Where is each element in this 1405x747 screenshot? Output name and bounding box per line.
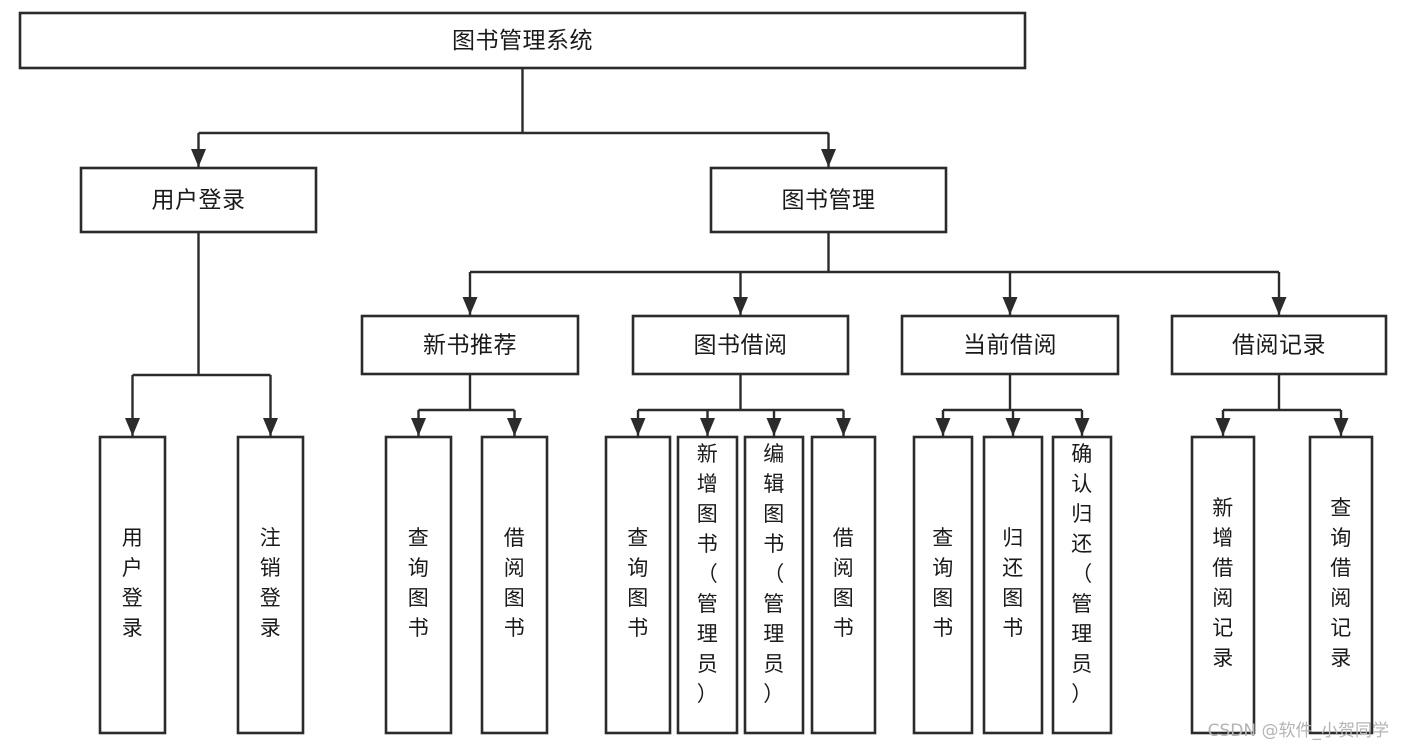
connector-arrow-icon: [733, 297, 748, 315]
node-leaf-logout[interactable]: 注销登录: [236, 435, 305, 735]
node-label-leaf-query-book-cur: 查询图书: [932, 526, 954, 640]
node-leaf-edit-book[interactable]: 编辑图书（管理员）: [743, 435, 805, 735]
node-box-borrow-record[interactable]: [1170, 314, 1388, 376]
connector-arrow-icon: [462, 297, 478, 315]
node-root[interactable]: 图书管理系统: [18, 11, 1027, 70]
node-label-leaf-add-borrow-record: 新增借阅记录: [1212, 496, 1234, 670]
node-box-leaf-confirm-return[interactable]: [1051, 435, 1113, 735]
node-box-leaf-query-book[interactable]: [604, 435, 672, 735]
node-box-new-book-recommend[interactable]: [360, 314, 580, 376]
node-box-leaf-logout[interactable]: [236, 435, 305, 735]
nodes-layer: 图书管理系统用户登录图书管理新书推荐图书借阅当前借阅借阅记录用户登录注销登录查询…: [18, 11, 1388, 735]
node-label-leaf-user-login: 用户登录: [122, 526, 144, 640]
watermark-label: CSDN @软件_小贺同学: [1207, 721, 1389, 741]
node-box-leaf-query-borrow-record[interactable]: [1308, 435, 1374, 735]
node-label-leaf-query-book: 查询图书: [627, 526, 649, 640]
node-box-leaf-query-book-cur[interactable]: [912, 435, 974, 735]
connector-arrow-icon: [935, 418, 951, 436]
node-box-leaf-borrow-book[interactable]: [810, 435, 877, 735]
connector-arrow-icon: [1005, 418, 1021, 436]
node-leaf-borrow-book[interactable]: 借阅图书: [810, 435, 877, 735]
connector-arrow-icon: [836, 418, 851, 436]
node-leaf-query-book-rec[interactable]: 查询图书: [384, 435, 453, 735]
node-leaf-confirm-return[interactable]: 确认归还（管理员）: [1051, 435, 1113, 735]
node-box-leaf-add-borrow-record[interactable]: [1190, 435, 1256, 735]
node-label-leaf-edit-book: 编辑图书（管理员）: [763, 442, 785, 706]
node-leaf-query-book[interactable]: 查询图书: [604, 435, 672, 735]
node-label-borrow-record: 借阅记录: [1232, 333, 1326, 359]
node-label-leaf-borrow-book: 借阅图书: [833, 526, 855, 640]
node-label-new-book-recommend: 新书推荐: [423, 333, 517, 359]
node-book-management[interactable]: 图书管理: [709, 166, 948, 234]
node-label-leaf-add-book: 新增图书（管理员）: [697, 442, 719, 706]
connector-arrow-icon: [821, 149, 836, 167]
connector-arrow-icon: [411, 418, 426, 436]
node-leaf-query-book-cur[interactable]: 查询图书: [912, 435, 974, 735]
node-label-leaf-confirm-return: 确认归还（管理员）: [1071, 442, 1093, 706]
connector-arrow-icon: [700, 418, 715, 436]
node-label-book-borrow: 图书借阅: [694, 333, 788, 359]
connector-arrow-icon: [191, 149, 206, 167]
node-label-leaf-return-book: 归还图书: [1002, 526, 1024, 640]
node-label-leaf-query-book-rec: 查询图书: [408, 526, 430, 640]
connector-arrow-icon: [630, 418, 646, 436]
connector-arrow-icon: [507, 418, 522, 436]
node-borrow-record[interactable]: 借阅记录: [1170, 314, 1388, 376]
node-leaf-add-book[interactable]: 新增图书（管理员）: [676, 435, 739, 735]
node-label-root: 图书管理系统: [452, 28, 593, 54]
connector-arrow-icon: [1333, 418, 1349, 436]
node-label-leaf-borrow-book-rec: 借阅图书: [504, 526, 526, 640]
node-box-leaf-return-book[interactable]: [982, 435, 1044, 735]
node-box-leaf-query-book-rec[interactable]: [384, 435, 453, 735]
node-box-root[interactable]: [18, 11, 1027, 70]
node-user-login[interactable]: 用户登录: [79, 166, 318, 234]
node-box-leaf-edit-book[interactable]: [743, 435, 805, 735]
node-label-current-borrow: 当前借阅: [963, 333, 1057, 359]
node-box-user-login[interactable]: [79, 166, 318, 234]
node-box-leaf-add-book[interactable]: [676, 435, 739, 735]
connector-arrow-icon: [263, 418, 278, 436]
connector-arrow-icon: [125, 418, 140, 436]
connector-arrow-icon: [1215, 418, 1231, 436]
connector-arrow-icon: [1074, 418, 1090, 436]
node-label-book-management: 图书管理: [782, 188, 876, 214]
connector-arrow-icon: [1002, 297, 1018, 315]
node-new-book-recommend[interactable]: 新书推荐: [360, 314, 580, 376]
node-box-leaf-user-login[interactable]: [98, 435, 167, 735]
node-box-current-borrow[interactable]: [900, 314, 1120, 376]
node-leaf-borrow-book-rec[interactable]: 借阅图书: [480, 435, 549, 735]
node-box-leaf-borrow-book-rec[interactable]: [480, 435, 549, 735]
node-label-user-login: 用户登录: [152, 188, 246, 214]
node-label-leaf-logout: 注销登录: [260, 526, 282, 640]
connector-arrow-icon: [1271, 297, 1287, 315]
node-label-leaf-query-borrow-record: 查询借阅记录: [1330, 496, 1352, 670]
node-box-book-borrow[interactable]: [631, 314, 850, 376]
connector-arrow-icon: [766, 418, 782, 436]
connectors-layer: [125, 68, 1349, 436]
node-current-borrow[interactable]: 当前借阅: [900, 314, 1120, 376]
node-leaf-user-login[interactable]: 用户登录: [98, 435, 167, 735]
node-leaf-return-book[interactable]: 归还图书: [982, 435, 1044, 735]
node-leaf-add-borrow-record[interactable]: 新增借阅记录: [1190, 435, 1256, 735]
node-book-borrow[interactable]: 图书借阅: [631, 314, 850, 376]
node-leaf-query-borrow-record[interactable]: 查询借阅记录: [1308, 435, 1374, 735]
node-box-book-management[interactable]: [709, 166, 948, 234]
